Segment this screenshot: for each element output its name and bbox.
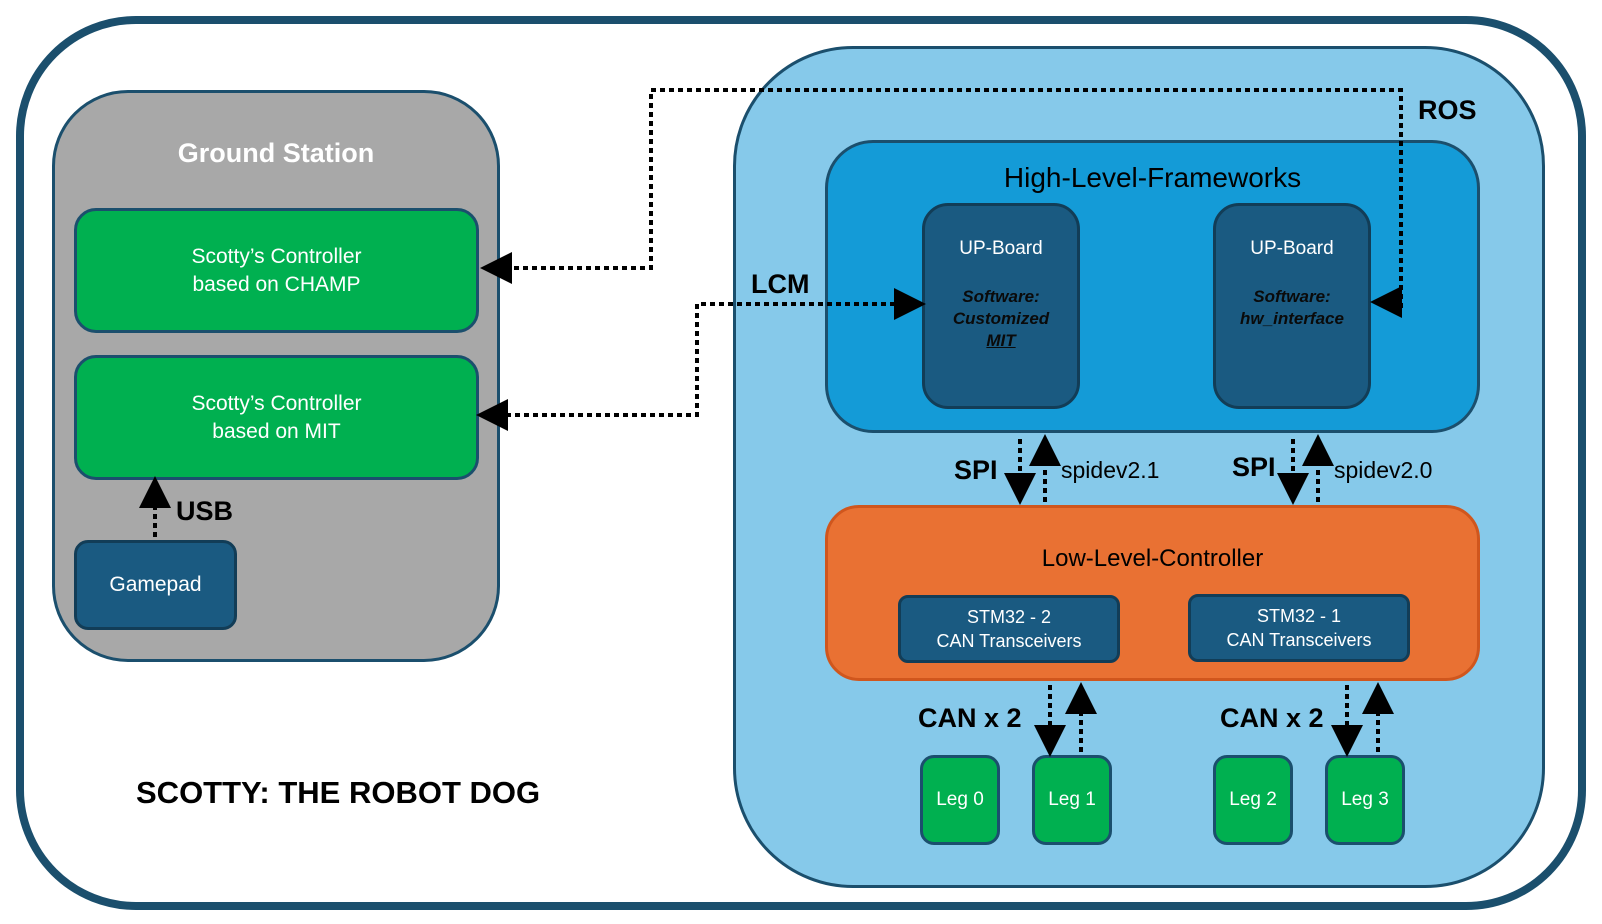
upboard-right-software-label: Software: xyxy=(1253,287,1331,306)
stm32-2-box: STM32 - 2 CAN Transceivers xyxy=(898,595,1120,663)
can-right-label: CAN x 2 xyxy=(1220,703,1324,733)
mit-controller-line1: Scotty’s Controller xyxy=(191,391,362,415)
lcm-connector xyxy=(488,288,926,417)
diagram-title: SCOTTY: THE ROBOT DOG xyxy=(136,775,541,810)
spidev20-label: spidev2.0 xyxy=(1334,457,1433,483)
champ-controller-box: Scotty’s Controller based on CHAMP xyxy=(74,208,479,333)
high-level-title: High-Level-Frameworks xyxy=(1003,162,1302,193)
mit-controller-line2: based on MIT xyxy=(212,419,341,443)
gamepad-box: Gamepad xyxy=(74,540,237,630)
upboard-right-name: UP-Board xyxy=(1250,238,1334,259)
stm32-1-box: STM32 - 1 CAN Transceivers xyxy=(1188,594,1410,662)
upboard-left-name: UP-Board xyxy=(959,238,1043,259)
upboard-left-software-line3: MIT xyxy=(986,331,1016,350)
upboard-right-software-line2: hw_interface xyxy=(1240,309,1344,328)
spi-right-label: SPI xyxy=(1232,452,1276,482)
stm32-2-name: STM32 - 2 xyxy=(966,607,1052,627)
stm32-2-desc: CAN Transceivers xyxy=(936,631,1082,651)
ros-connector xyxy=(480,88,1403,308)
spidev21-label: spidev2.1 xyxy=(1061,457,1160,483)
can-left-label: CAN x 2 xyxy=(918,703,1022,733)
leg-3-box: Leg 3 xyxy=(1325,755,1405,845)
lcm-label: LCM xyxy=(751,269,810,299)
champ-controller-line2: based on CHAMP xyxy=(192,272,361,296)
ros-label: ROS xyxy=(1418,95,1477,125)
stm32-1-name: STM32 - 1 xyxy=(1256,606,1342,626)
stm32-1-desc: CAN Transceivers xyxy=(1226,630,1372,650)
usb-label: USB xyxy=(176,496,234,526)
champ-controller-line1: Scotty’s Controller xyxy=(191,244,362,268)
upboard-right: UP-Board Software: hw_interface xyxy=(1213,203,1371,409)
low-level-title: Low-Level-Controller xyxy=(1041,545,1264,572)
ground-station-title: Ground Station xyxy=(177,138,375,168)
leg-0-box: Leg 0 xyxy=(920,755,1000,845)
upboard-left-software-line2: Customized xyxy=(952,309,1050,328)
upboard-left: UP-Board Software: Customized MIT xyxy=(922,203,1080,409)
spi-left-label: SPI xyxy=(954,455,998,485)
leg-1-box: Leg 1 xyxy=(1032,755,1112,845)
leg-2-box: Leg 2 xyxy=(1213,755,1293,845)
upboard-left-software-label: Software: xyxy=(962,287,1040,306)
